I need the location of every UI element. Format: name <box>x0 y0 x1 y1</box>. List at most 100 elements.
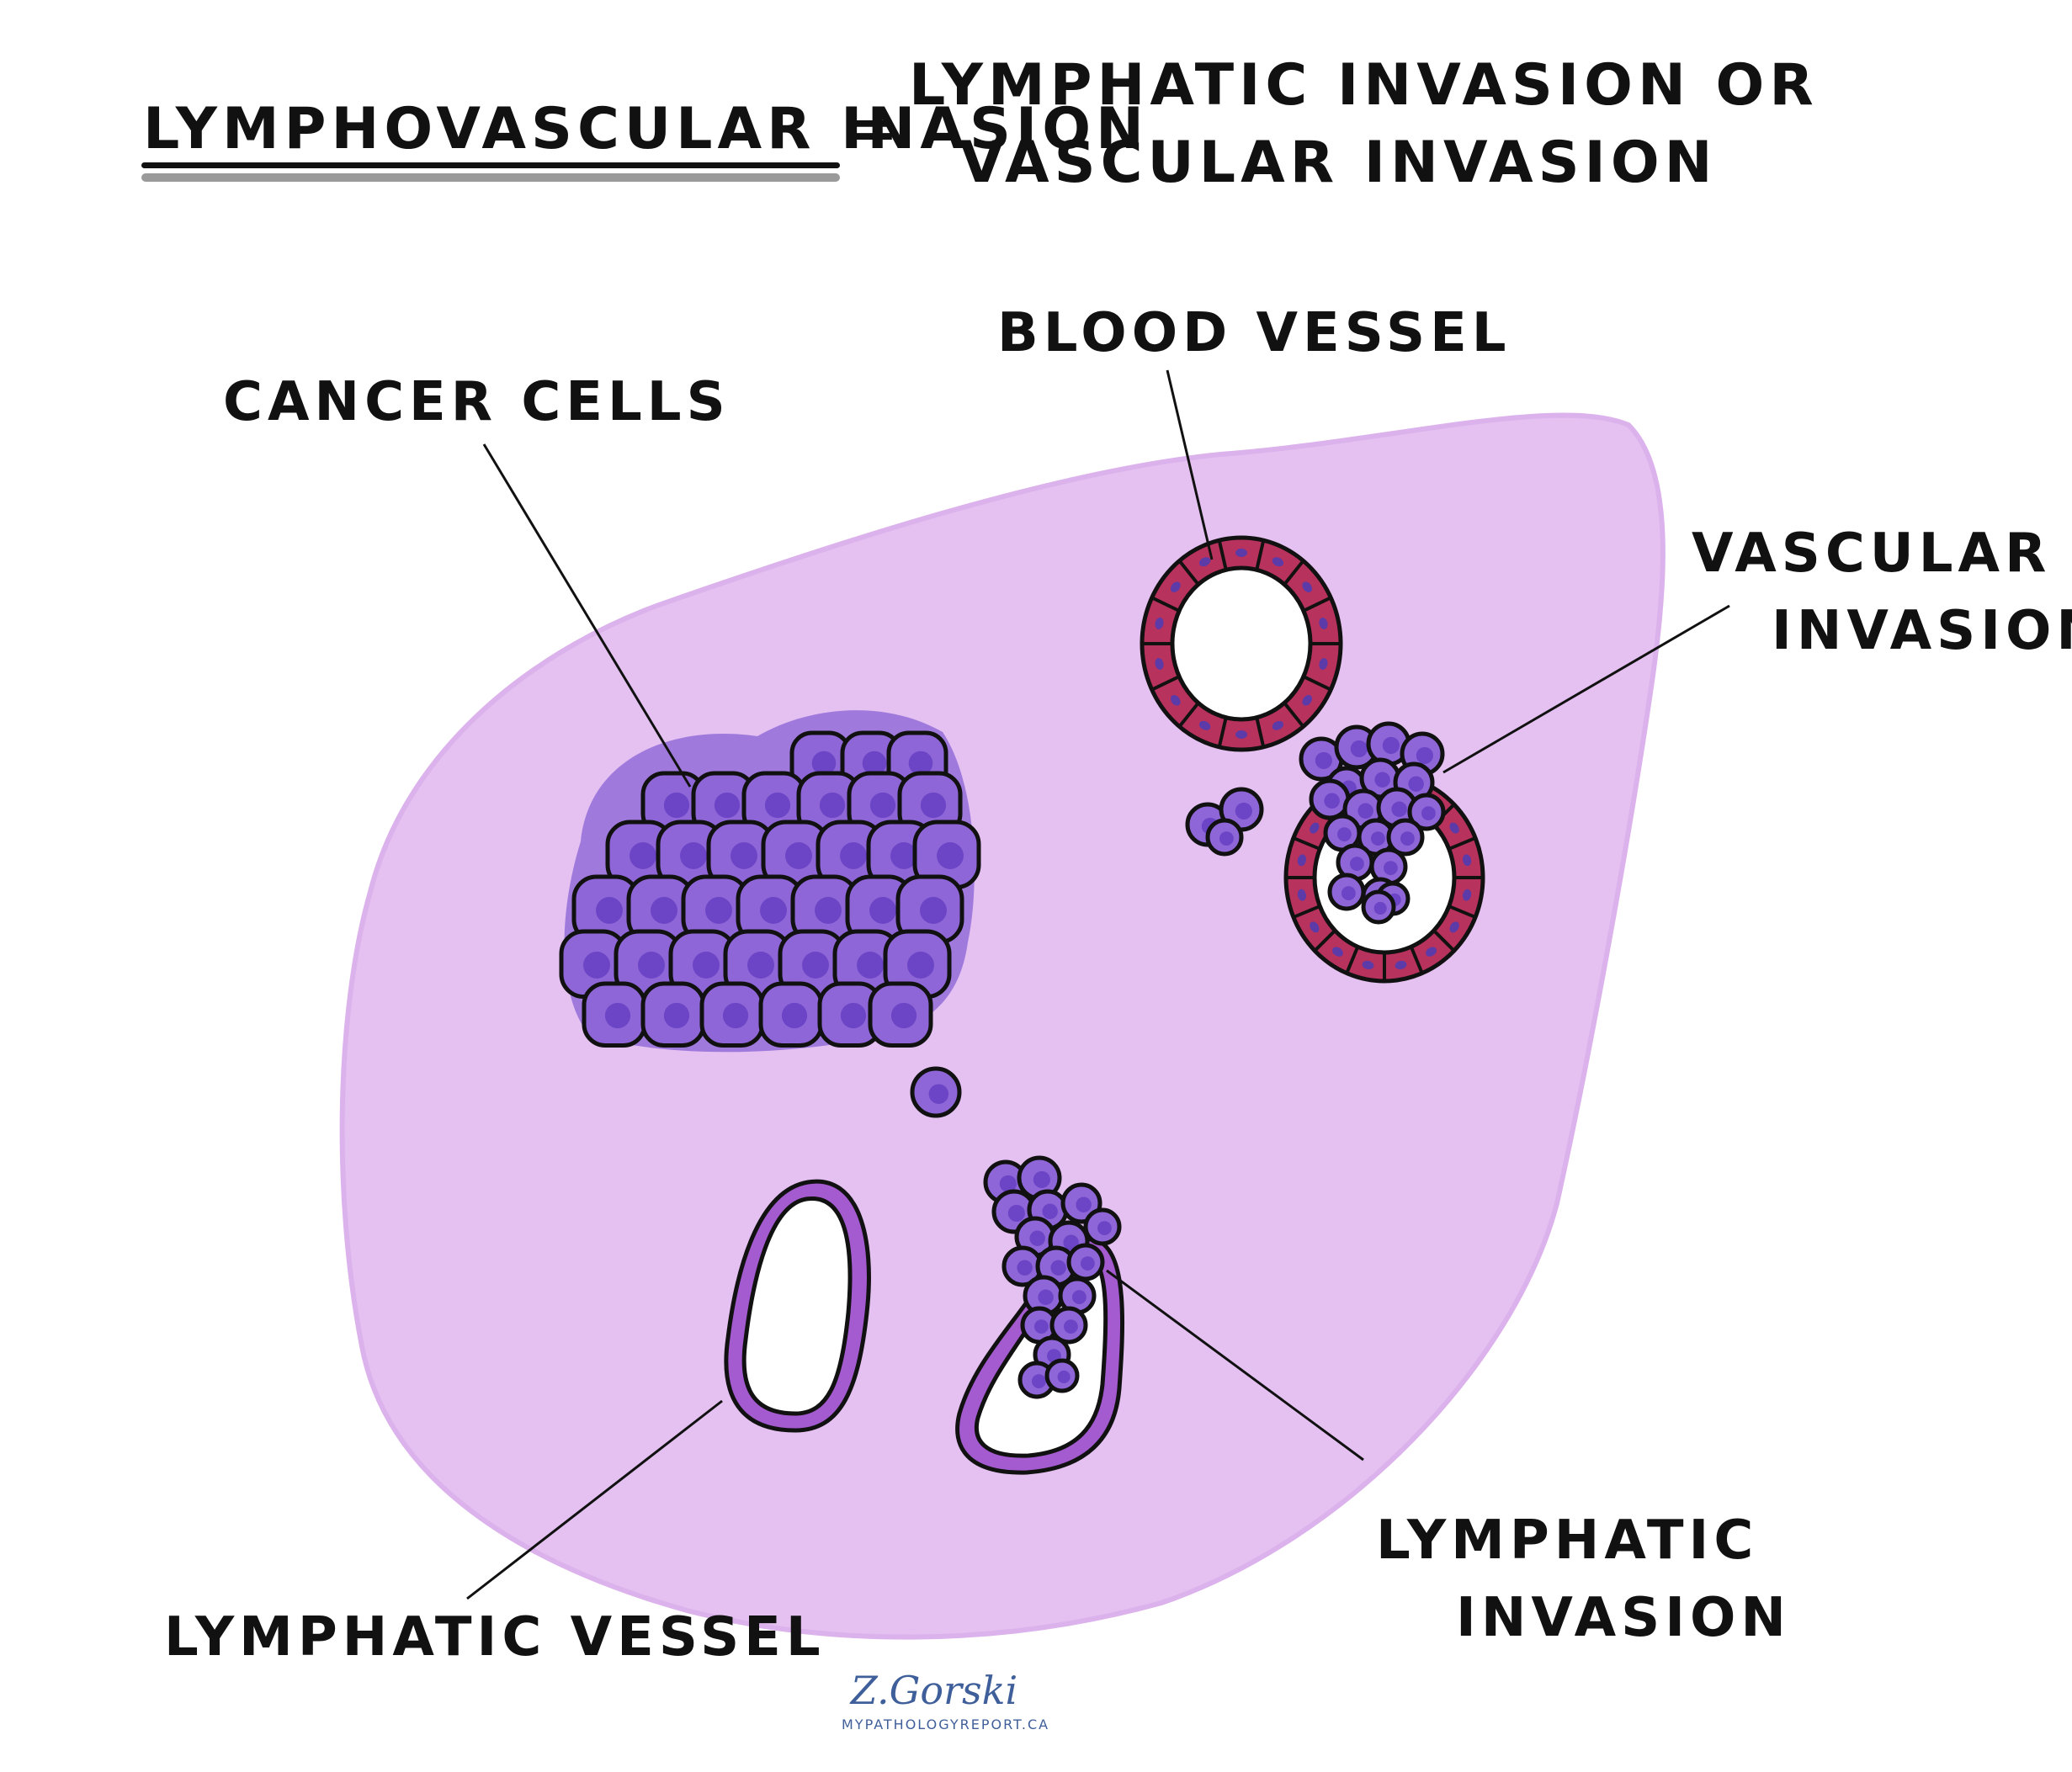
cancer-cell-nucleus <box>869 897 896 924</box>
lymphatic-invasion-cell-nucleus <box>1038 1289 1054 1305</box>
label-vascular-invasion-line1: VASCULAR <box>1692 523 2052 585</box>
vascular-invasion-cell-nucleus <box>1400 831 1415 846</box>
lymphatic-vessel-lumen <box>741 1196 853 1416</box>
title-definition-line2: VASCULAR INVASION <box>959 130 1718 196</box>
vascular-invasion-vessel-cell-border <box>1313 929 1336 952</box>
vascular-invasion-vessel-nucleus <box>1331 947 1343 957</box>
cancer-cell-nucleus <box>596 897 623 924</box>
lymphatic-invasion-cell-nucleus <box>1029 1230 1045 1246</box>
blood-vessel-nucleus <box>1272 720 1284 730</box>
cancer-cell-nucleus <box>663 792 690 819</box>
blood-vessel-nucleus <box>1319 618 1328 629</box>
vascular-invasion-cell-nucleus <box>1350 857 1364 871</box>
cancer-cell-nucleus <box>705 897 732 924</box>
cancer-cell-nucleus <box>862 751 887 776</box>
vascular-invasion-vessel-cell-border <box>1345 946 1360 974</box>
blood-vessel-cell-border <box>1177 702 1200 728</box>
vascular-invasion-cell-nucleus <box>1416 746 1433 764</box>
title-definition-line1: LYMPHATIC INVASION OR <box>909 52 1819 119</box>
cancer-cell-nucleus <box>785 842 812 869</box>
blood-vessel <box>1140 535 1343 752</box>
leader-lymphatic-vessel <box>466 1399 723 1600</box>
leader-lymphatic-invasion <box>1106 1269 1364 1462</box>
cancer-cell-cluster <box>559 710 981 1053</box>
vascular-invasion-cell-nucleus <box>1350 740 1368 757</box>
vascular-invasion-vessel-nucleus <box>1362 960 1374 970</box>
vascular-invasion-vessel-cell-border <box>1293 836 1321 851</box>
lymphatic-invasion-vessel <box>955 1155 1125 1475</box>
signature-name: Z.Gorski <box>850 1668 1018 1713</box>
vascular-invasion-vessel-cell-border <box>1432 929 1456 952</box>
cancer-cell-nucleus <box>747 952 774 979</box>
vascular-invasion-vessel-nucleus <box>1297 854 1307 867</box>
lymphatic-invasion-cell-nucleus <box>1081 1256 1095 1271</box>
vascular-invasion-vessel-cell-border <box>1293 905 1321 919</box>
blood-vessel-nucleus <box>1155 618 1164 629</box>
blood-vessel-nucleus <box>1319 658 1328 670</box>
cancer-cell-nucleus <box>714 792 741 819</box>
free-cancer-cell-nucleus <box>1219 831 1234 846</box>
cancer-cell-nucleus <box>630 842 656 869</box>
blood-vessel-cell-border <box>1217 717 1228 748</box>
blood-vessel-cell-border <box>1283 560 1305 586</box>
cancer-cell-nucleus <box>908 751 933 776</box>
blood-vessel-cell-border <box>1150 675 1180 692</box>
vascular-invasion-vessel-nucleus <box>1462 854 1472 867</box>
lymphatic-invasion-cell-nucleus <box>1057 1370 1071 1383</box>
lymphatic-invasion-cell-nucleus <box>1007 1204 1025 1223</box>
cancer-cell-nucleus <box>811 751 837 776</box>
cancer-cell-nucleus <box>937 842 964 869</box>
vascular-invasion-vessel-cell-border <box>1409 946 1424 974</box>
label-lymphatic-invasion-line2: INVASION <box>1456 1587 1791 1649</box>
cancer-cell-nucleus <box>815 897 842 924</box>
leader-blood-vessel <box>1166 369 1214 560</box>
vascular-invasion-vessel-nucleus <box>1449 822 1459 834</box>
blood-vessel-nucleus <box>1235 549 1247 557</box>
blood-vessel-nucleus <box>1302 695 1313 706</box>
lymphatic-invasion-cell-nucleus <box>1050 1260 1066 1276</box>
lymphatic-invasion-cell-nucleus <box>1032 1374 1046 1388</box>
cancer-cell-nucleus <box>651 897 677 924</box>
label-lymphatic-vessel: LYMPHATIC VESSEL <box>164 1606 826 1669</box>
blood-vessel-cell-border <box>1255 717 1266 748</box>
lymphatic-invasion-cell-nucleus <box>1076 1196 1092 1212</box>
label-lymphatic-invasion-line1: LYMPHATIC <box>1376 1509 1759 1572</box>
blood-vessel-cell-border <box>1177 560 1200 586</box>
vascular-invasion-vessel <box>1283 721 1485 984</box>
cancer-cell-nucleus <box>890 1002 917 1029</box>
cancer-cell-nucleus <box>840 1002 867 1029</box>
vascular-invasion-cell-nucleus <box>1374 772 1390 788</box>
blood-vessel-nucleus <box>1170 581 1181 592</box>
tissue-region <box>339 412 1666 1640</box>
blood-vessel-cell-border <box>1150 596 1180 613</box>
vascular-invasion-vessel-cell-border <box>1448 836 1476 851</box>
vascular-invasion-cell-nucleus <box>1315 751 1332 769</box>
vascular-invasion-vessel-nucleus <box>1395 960 1407 970</box>
cancer-cell-nucleus <box>604 1002 631 1029</box>
cancer-cell-nucleus <box>920 792 947 819</box>
vascular-invasion-vessel-nucleus <box>1297 889 1307 901</box>
cancer-cell-nucleus <box>857 952 884 979</box>
lymphatic-invasion-cell-nucleus <box>1072 1290 1086 1304</box>
vascular-invasion-cell-nucleus <box>1337 827 1352 841</box>
blood-vessel-nucleus <box>1155 658 1164 670</box>
vascular-invasion-vessel-nucleus <box>1310 822 1320 834</box>
cancer-cell-nucleus <box>907 952 934 979</box>
cancer-cell-nucleus <box>731 842 757 869</box>
vascular-invasion-cell-nucleus <box>1371 831 1385 846</box>
lymphatic-vessel <box>724 1179 871 1433</box>
vascular-invasion-cell-nucleus <box>1373 901 1387 915</box>
vascular-invasion-vessel-nucleus <box>1310 921 1320 933</box>
vascular-invasion-vessel-nucleus <box>1449 921 1459 933</box>
blood-vessel-nucleus <box>1272 557 1284 567</box>
cancer-cell-nucleus <box>802 952 829 979</box>
label-vascular-invasion: VASCULAR INVASION <box>1692 515 2072 670</box>
leader-vascular-invasion <box>1442 604 1730 774</box>
vascular-invasion-vessel-cell-border <box>1448 905 1476 919</box>
blood-vessel-nucleus <box>1198 720 1211 730</box>
lymphatic-invasion-cell-nucleus <box>1097 1221 1112 1235</box>
cancer-cell-nucleus <box>693 952 720 979</box>
free-cancer-cells <box>910 787 1264 1118</box>
